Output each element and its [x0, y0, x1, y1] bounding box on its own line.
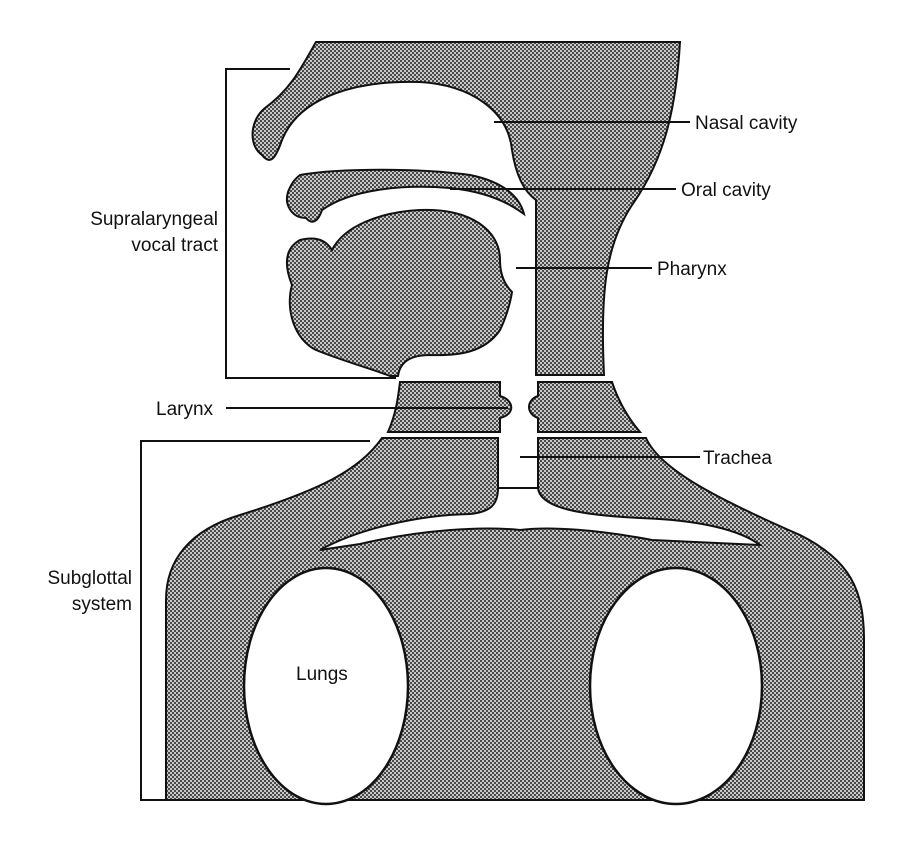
supralaryngeal-label-line1: Supralaryngeal: [90, 209, 218, 230]
tongue-tissue: [286, 208, 514, 377]
palate-tissue: [286, 168, 526, 223]
trachea-label: Trachea: [703, 448, 772, 469]
bronchi-airway: [319, 487, 764, 551]
right-lung: [588, 566, 764, 806]
subglottal-label-line1: Subglottal: [47, 568, 132, 589]
subglottal-bracket: [140, 440, 370, 801]
oral-cavity-label: Oral cavity: [681, 180, 771, 201]
nasal-cavity-label: Nasal cavity: [695, 113, 798, 134]
supralaryngeal-bracket: [225, 68, 396, 379]
supralaryngeal-label-line2: vocal tract: [131, 235, 218, 256]
subglottal-label-line2: system: [72, 594, 132, 615]
head-tissue: [251, 41, 682, 376]
pharynx-label: Pharynx: [657, 259, 727, 280]
lungs-label: Lungs: [296, 664, 348, 685]
larynx-label: Larynx: [156, 399, 214, 420]
left-lung: [242, 566, 410, 806]
larynx-right-tissue: [528, 381, 643, 433]
